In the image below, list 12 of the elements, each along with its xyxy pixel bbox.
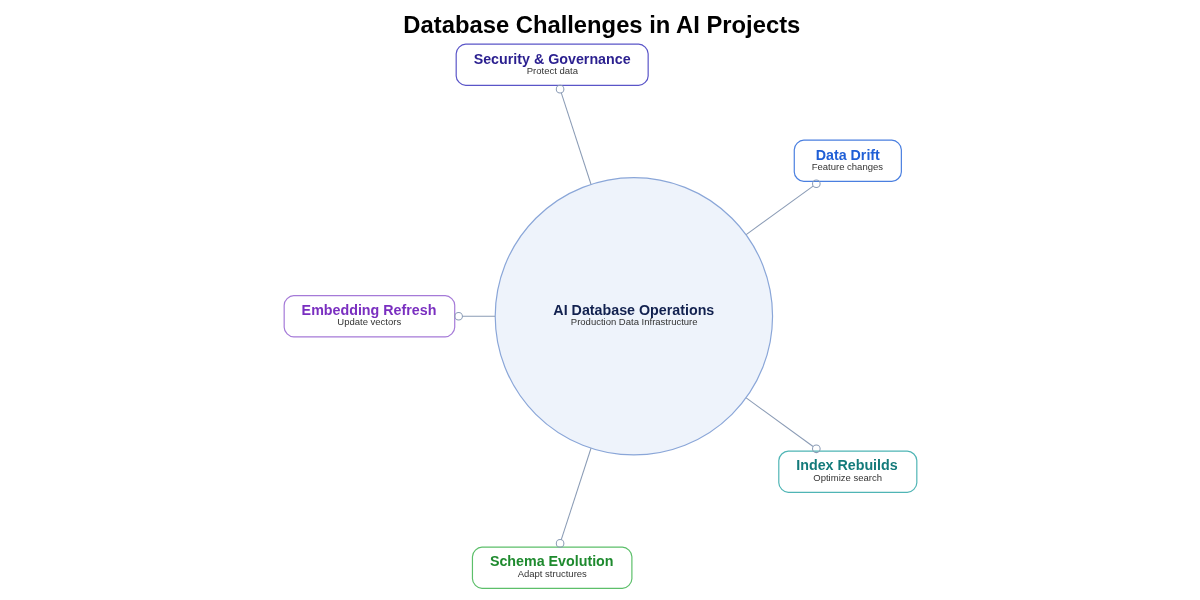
connector xyxy=(555,84,591,185)
node-box: Data Drift Feature changes xyxy=(793,139,902,183)
node-box: Index Rebuilds Optimize search xyxy=(777,450,917,493)
node-box: Embedding Refresh Update vectors xyxy=(283,295,455,338)
node-circle: AI Database Operations Production Data Infrastructure xyxy=(494,177,773,456)
connector xyxy=(555,447,591,548)
node-box: Schema Evolution Adapt structures xyxy=(471,546,632,589)
connector xyxy=(745,397,821,454)
node-box: Security & Governance Protect data xyxy=(455,43,649,86)
connector xyxy=(453,311,496,321)
diagram-title: Database Challenges in AI Projects xyxy=(402,11,800,39)
connector xyxy=(745,179,821,236)
